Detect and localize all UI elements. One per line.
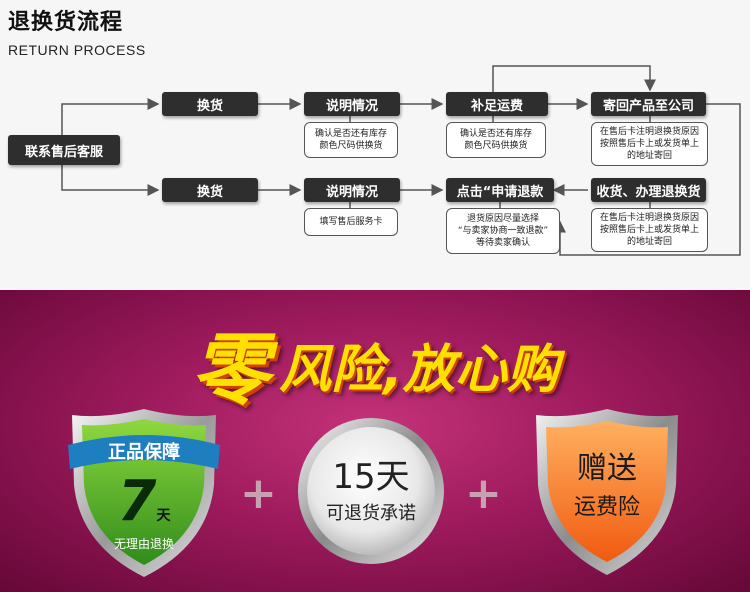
note-line: 按照售后卡上或发货单上	[599, 139, 699, 149]
note-line: 在售后卡注明退换货原因	[599, 213, 699, 223]
note-line: 颜色尺码供换货	[319, 141, 383, 151]
slogan: 零风险,放心购	[0, 308, 750, 420]
row1-step4-note: 在售后卡注明退换货原因 按照售后卡上或发货单上 的地址寄回	[591, 122, 708, 166]
note-line: “与卖家协商一致退款”	[457, 226, 549, 236]
flow-start: 联系售后客服	[8, 135, 120, 165]
badge3-top: 赠送	[577, 451, 637, 486]
note-line: 的地址寄回	[626, 237, 672, 247]
note-line: 按照售后卡上或发货单上	[599, 225, 699, 235]
row1-step3-note: 确认是否还有库存 颜色尺码供换货	[446, 122, 546, 158]
row2-step1: 换货	[162, 178, 258, 202]
row1-step1: 换货	[162, 92, 258, 116]
row1-step2: 说明情况	[304, 92, 400, 116]
note-line: 确认是否还有库存	[314, 129, 387, 139]
badge1-number-value: 7	[117, 469, 157, 534]
row2-step4: 收货、办理退换货	[591, 178, 706, 202]
row1-step2-note: 确认是否还有库存 颜色尺码供换货	[304, 122, 398, 158]
shield-icon	[536, 409, 678, 575]
row2-step4-note: 在售后卡注明退换货原因 按照售后卡上或发货单上 的地址寄回	[591, 208, 708, 252]
note-line: 确认是否还有库存	[459, 129, 532, 139]
badge2-bottom: 可退货承诺	[326, 503, 416, 524]
medal-icon	[298, 418, 444, 564]
slogan-rest: 风险,放心购	[279, 339, 559, 400]
guarantee-banner: 零风险,放心购 正品保障 7天 无理由退换 +	[0, 290, 750, 592]
flow-connectors	[61, 65, 741, 256]
note-line: 的地址寄回	[626, 151, 672, 161]
circle-badge-15day: 15天 可退货承诺	[295, 415, 447, 567]
plus-sign-1: +	[240, 468, 277, 519]
page-subtitle: RETURN PROCESS	[8, 42, 146, 58]
row1-step4: 寄回产品至公司	[591, 92, 706, 116]
plus-sign-2: +	[465, 468, 502, 519]
page-title: 退换货流程	[8, 10, 124, 35]
badge1-unit: 天	[156, 508, 171, 524]
note-line: 在售后卡注明退换货原因	[599, 127, 699, 137]
row2-step3-note: 退货原因尽量选择 “与卖家协商一致退款” 等待卖家确认	[446, 208, 560, 254]
shield-badge-insurance: 赠送 运费险	[528, 405, 686, 577]
badge2-top: 15天	[332, 457, 410, 497]
note-line: 退货原因尽量选择	[466, 214, 539, 224]
shield-badge-7day: 正品保障 7天 无理由退换	[64, 405, 224, 580]
row2-step2-note: 填写售后服务卡	[304, 208, 398, 236]
badge1-top: 正品保障	[108, 442, 180, 463]
shield-icon	[68, 409, 220, 577]
badge1-bottom: 无理由退换	[113, 537, 174, 551]
note-line: 颜色尺码供换货	[464, 141, 528, 151]
slogan-big: 零	[191, 325, 270, 416]
badge1-number: 7天	[64, 469, 224, 534]
row1-step3: 补足运费	[446, 92, 548, 116]
badge3-bottom: 运费险	[573, 495, 640, 520]
note-line: 填写售后服务卡	[319, 217, 383, 227]
row2-step2: 说明情况	[304, 178, 400, 202]
process-section: 退换货流程 RETURN PROCESS	[0, 0, 750, 290]
row2-step3: 点击“申请退款	[446, 178, 554, 202]
note-line: 等待卖家确认	[475, 238, 530, 248]
